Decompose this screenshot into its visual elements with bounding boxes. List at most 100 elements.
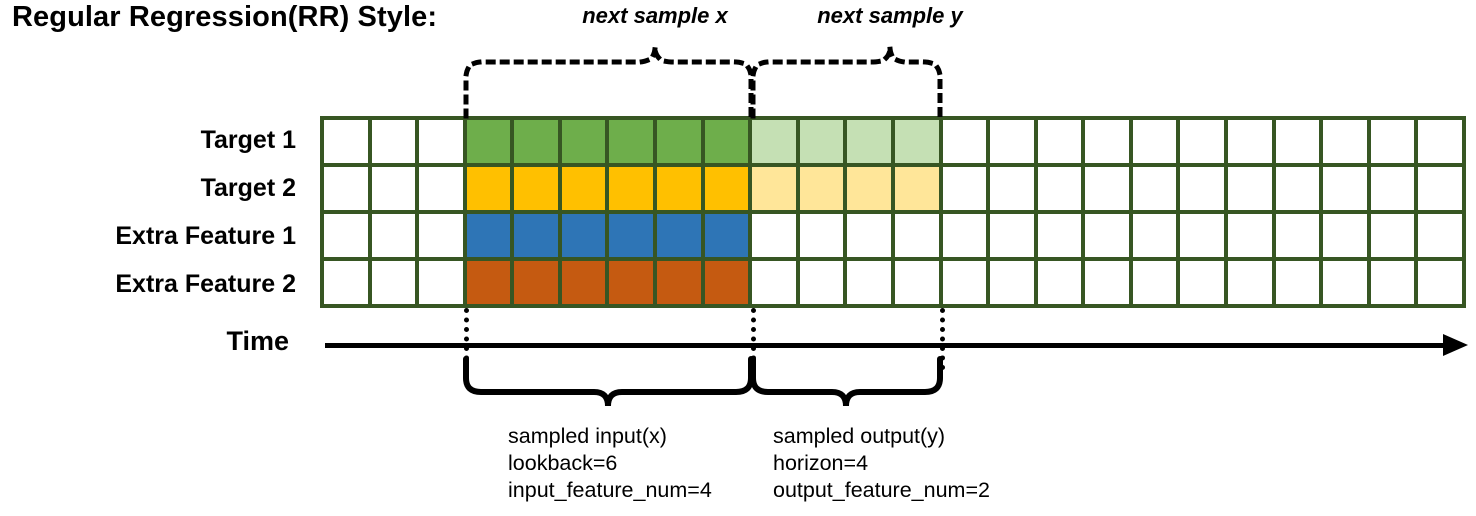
grid-cell-input	[466, 120, 511, 163]
grid-cell-input	[609, 214, 654, 257]
page-title: Regular Regression(RR) Style:	[12, 1, 438, 33]
grid-cell-empty	[942, 261, 987, 304]
grid-cell-input	[704, 167, 749, 210]
grid-cell-empty	[1418, 120, 1462, 163]
grid-cell-empty	[1323, 167, 1367, 210]
grid-cell-empty	[1370, 261, 1415, 304]
grid-cell-empty	[1085, 167, 1129, 210]
grid-cell-empty	[1132, 167, 1177, 210]
grid-cell-input	[514, 261, 558, 304]
grid-cell-input	[514, 214, 558, 257]
grid-cell-empty	[1037, 261, 1082, 304]
dotted-brace-next-sample-y	[750, 46, 943, 119]
grid-cell-output	[799, 120, 844, 163]
grid-cell-empty	[1275, 214, 1320, 257]
grid-cell-empty	[1228, 120, 1272, 163]
grid-cell-empty	[1323, 120, 1367, 163]
grid-cell-empty	[847, 214, 891, 257]
grid-cell-input	[657, 261, 701, 304]
grid-cell-empty	[1132, 261, 1177, 304]
sampled-output-horizon: horizon=4	[773, 451, 869, 475]
grid-cell-input	[561, 120, 606, 163]
grid-cell-input	[609, 167, 654, 210]
grid-cell-empty	[990, 261, 1034, 304]
grid-cell-input	[657, 167, 701, 210]
grid-cell-empty	[1323, 261, 1367, 304]
grid-cell-empty	[1037, 214, 1082, 257]
grid-cell-output	[799, 167, 844, 210]
solid-brace-sampled-output	[750, 356, 943, 407]
annotation-next-sample-x: next sample x	[582, 3, 728, 28]
grid-cell-input	[466, 261, 511, 304]
grid-cell-empty	[371, 120, 416, 163]
grid-cell-empty	[1085, 261, 1129, 304]
grid-cell-output	[847, 120, 891, 163]
sampled-output-feature-num: output_feature_num=2	[773, 478, 990, 502]
grid-cell-input	[561, 261, 606, 304]
grid-cell-empty	[752, 261, 796, 304]
grid-cell-empty	[324, 167, 368, 210]
time-axis-line	[325, 343, 1450, 348]
grid-cell-input	[704, 214, 749, 257]
sampled-output-title: sampled output(y)	[773, 424, 946, 448]
sampled-input-feature-num: input_feature_num=4	[508, 478, 712, 502]
grid-cell-input	[561, 167, 606, 210]
grid-cell-empty	[1418, 214, 1462, 257]
grid-cell-empty	[1132, 120, 1177, 163]
grid-cell-empty	[1228, 261, 1272, 304]
grid-cell-empty	[942, 167, 987, 210]
grid-cell-empty	[1180, 214, 1225, 257]
time-axis-label: Time	[226, 326, 289, 356]
grid-cell-empty	[894, 214, 939, 257]
time-axis-arrowhead	[1443, 334, 1468, 356]
grid-cell-input	[561, 214, 606, 257]
grid-cell-input	[657, 120, 701, 163]
grid-cell-empty	[990, 214, 1034, 257]
grid-cell-empty	[942, 214, 987, 257]
grid-cell-empty	[1275, 261, 1320, 304]
grid-cell-empty	[1275, 120, 1320, 163]
grid-cell-empty	[1370, 120, 1415, 163]
annotation-sampled-input: sampled input(x) lookback=6 input_featur…	[508, 423, 712, 504]
grid-cell-empty	[1132, 214, 1177, 257]
grid-cell-empty	[1370, 214, 1415, 257]
grid-cell-empty	[847, 261, 891, 304]
grid-cell-empty	[324, 214, 368, 257]
grid-cell-empty	[419, 167, 463, 210]
row-label-target-2: Target 2	[200, 174, 296, 202]
row-label-extra-feature-2: Extra Feature 2	[115, 270, 296, 298]
grid-cell-empty	[799, 214, 844, 257]
grid-cell-input	[466, 167, 511, 210]
grid-cell-empty	[1180, 261, 1225, 304]
grid-cell-empty	[1228, 167, 1272, 210]
sampled-input-title: sampled input(x)	[508, 424, 667, 448]
grid-cell-empty	[1275, 167, 1320, 210]
grid-cell-empty	[1228, 214, 1272, 257]
grid-cell-empty	[1418, 167, 1462, 210]
grid-cell-empty	[371, 261, 416, 304]
grid-cell-input	[657, 214, 701, 257]
grid-cell-empty	[1418, 261, 1462, 304]
grid-cell-empty	[1370, 167, 1415, 210]
grid-cell-empty	[1037, 120, 1082, 163]
grid-cell-input	[704, 120, 749, 163]
grid-cell-empty	[990, 167, 1034, 210]
grid-cell-input	[514, 167, 558, 210]
grid-cell-empty	[894, 261, 939, 304]
grid-cell-empty	[1180, 167, 1225, 210]
dotted-brace-next-sample-x	[463, 46, 754, 119]
solid-brace-sampled-input	[463, 356, 754, 407]
grid-cell-empty	[419, 261, 463, 304]
annotation-sampled-output: sampled output(y) horizon=4 output_featu…	[773, 423, 990, 504]
grid-cell-input	[609, 120, 654, 163]
grid-cell-empty	[1180, 120, 1225, 163]
grid-cell-empty	[371, 214, 416, 257]
guide-line-output-end	[940, 308, 945, 370]
grid-cell-empty	[990, 120, 1034, 163]
grid-cell-empty	[1085, 214, 1129, 257]
grid-cell-empty	[799, 261, 844, 304]
annotation-next-sample-y: next sample y	[817, 3, 963, 28]
grid-cell-output	[847, 167, 891, 210]
grid-cell-empty	[1037, 167, 1082, 210]
timeseries-grid	[320, 116, 1466, 308]
